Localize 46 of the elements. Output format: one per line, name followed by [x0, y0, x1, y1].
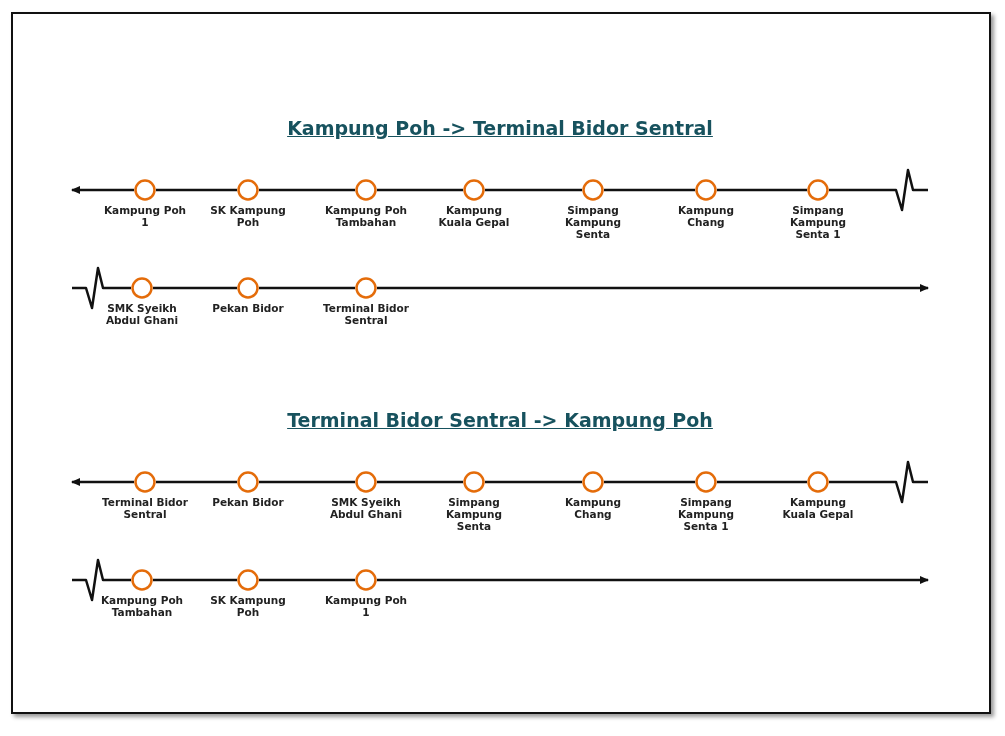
stop-name: Pekan Bidor [211, 302, 285, 314]
section-heading: Kampung Poh -> Terminal Bidor Sentral [287, 117, 713, 139]
route-line [153, 286, 237, 290]
direction-arrow [71, 186, 134, 194]
stop-name: Kampung Poh 1 [102, 204, 188, 228]
stop-name: SK Kampung Poh [209, 594, 287, 618]
stop-name: Kampung Chang [676, 204, 736, 228]
route-line [259, 578, 355, 582]
route-line [259, 286, 355, 290]
route-line [259, 188, 355, 192]
route-line [377, 480, 463, 484]
route-line [717, 480, 807, 484]
stop-name: Kampung Poh 1 [323, 594, 409, 618]
direction-arrow [377, 284, 929, 292]
stop-name: Terminal Bidor Sentral [322, 302, 410, 326]
route-line [259, 480, 355, 484]
stop-name: SMK Syeikh Abdul Ghani [104, 302, 180, 326]
route-line [717, 188, 807, 192]
direction-arrow [71, 478, 134, 486]
route-line [485, 480, 582, 484]
stop-name: Simpang Kampung Senta 1 [788, 204, 848, 240]
stop-name: Kampung Poh Tambahan [99, 594, 185, 618]
stop-name: Kampung Poh Tambahan [323, 204, 409, 228]
section-heading: Terminal Bidor Sentral -> Kampung Poh [287, 409, 713, 431]
break-line [829, 168, 928, 212]
stop-name: SMK Syeikh Abdul Ghani [328, 496, 404, 520]
route-line [156, 480, 237, 484]
route-line [604, 188, 695, 192]
stop-name: Kampung Chang [563, 496, 623, 520]
stop-name: Simpang Kampung Senta [444, 496, 504, 532]
route-line [156, 188, 237, 192]
stop-name: Pekan Bidor [211, 496, 285, 508]
stop-name: Simpang Kampung Senta [563, 204, 623, 240]
stop-name: Kampung Kuala Gepal [437, 204, 511, 228]
route-line [377, 188, 463, 192]
route-line [485, 188, 582, 192]
stop-name: Terminal Bidor Sentral [101, 496, 189, 520]
stop-name: Kampung Kuala Gepal [781, 496, 855, 520]
route-line [604, 480, 695, 484]
stop-name: SK Kampung Poh [209, 204, 287, 228]
break-line [72, 558, 131, 602]
route-line [153, 578, 237, 582]
direction-arrow [377, 576, 929, 584]
break-line [72, 266, 131, 310]
break-line [829, 460, 928, 504]
stop-name: Simpang Kampung Senta 1 [676, 496, 736, 532]
